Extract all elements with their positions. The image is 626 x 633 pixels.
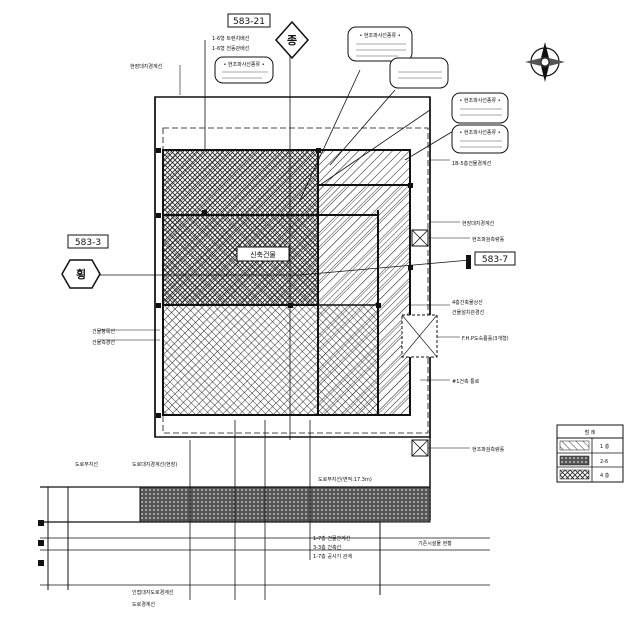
- marker-left: 횡: [61, 259, 101, 289]
- note-top-left-2: 1-6형 전동관배선: [212, 45, 250, 52]
- note-right-8: 현조파검측량홀: [472, 446, 505, 453]
- callout-top-right: • 현조파사선종류 •: [347, 26, 413, 62]
- note-bottom-1: 1-7층 건물관계선: [313, 535, 351, 542]
- note-bottom-6: 도로경계선: [132, 601, 155, 608]
- leader-lines: [95, 65, 471, 449]
- note-left-2: 건물측경선: [92, 339, 115, 346]
- legend-header: 범 례: [585, 429, 596, 436]
- building-label: 신축건물: [250, 250, 276, 259]
- marker-top: 종: [274, 20, 310, 60]
- note-right-1: 1B-5층건물경계선: [452, 160, 492, 167]
- note-bottom-3: 1-7층 공사기 관계: [313, 553, 352, 560]
- marker-top-label: 종: [287, 34, 297, 47]
- annotation-labels: 1-6형 트렌치배선 1-6형 전동관배선 현장대지경계선 1B-5층건물경계선…: [75, 35, 509, 608]
- lot-north-label: 583-21: [233, 17, 265, 27]
- lot-east: 583-7: [466, 251, 516, 269]
- note-right-2: 현장대지경계선: [462, 220, 495, 227]
- callout-right-2: • 현조파사선종류 •: [451, 124, 509, 154]
- note-bottom-left-2: 도로대지경계선(현장): [132, 461, 177, 468]
- note-right-7: #1건축 통로: [452, 378, 480, 385]
- note-bottom-2: 3-3층 건축선: [313, 544, 342, 551]
- lot-east-label: 583-7: [482, 255, 508, 265]
- lot-west: 583-3: [67, 234, 109, 249]
- note-upper-left-edge: 현장대지경계선: [130, 63, 163, 70]
- left-dimension-column: [38, 487, 69, 590]
- note-right-5: 건물설치관경선: [452, 309, 485, 316]
- legend-row-1: 1 층: [600, 443, 610, 450]
- building-footprint: [162, 149, 411, 416]
- dimension-ticks: [156, 148, 413, 418]
- site-boundary: [154, 96, 431, 520]
- note-right-6: F.H.P도숙륭홀(3개형): [462, 335, 509, 342]
- callout-top-right-text: • 현조파사선종류 •: [359, 32, 400, 39]
- callout-right-1-text: • 현조파사선종류 •: [459, 97, 500, 104]
- callout-mid-right: [389, 57, 449, 89]
- building-label-box: 신축건물: [236, 246, 290, 262]
- road-band: [40, 420, 490, 600]
- interior-lines: [163, 30, 456, 440]
- lot-north: 583-21: [227, 13, 271, 28]
- note-right-4: 4층건축물상선: [452, 299, 483, 306]
- note-left-1: 건물항목선: [92, 328, 115, 335]
- note-top-left-1: 1-6형 트렌치배선: [212, 35, 250, 42]
- note-bottom-mid: 도로부지선(면적:17.3m): [318, 476, 372, 483]
- note-bottom-4: 기존시설물 현황: [418, 540, 452, 547]
- callout-top-left: • 현조파사선종류 •: [214, 56, 274, 84]
- legend-row-2: 2-6: [600, 459, 608, 465]
- callout-right-2-text: • 현조파사선종류 •: [459, 129, 500, 136]
- legend-row-3: 4 층: [600, 472, 610, 479]
- note-bottom-5: 인접대지도로경계선: [132, 589, 174, 596]
- callout-top-left-text: • 현조파사선종류 •: [223, 61, 264, 68]
- lot-west-label: 583-3: [75, 238, 101, 248]
- legend: 범 례 1 층 2-6 4 층: [556, 424, 624, 483]
- equipment-markers: [401, 229, 438, 457]
- note-bottom-left-1: 도로부지선: [75, 461, 98, 468]
- callout-right-1: • 현조파사선종류 •: [451, 92, 509, 124]
- marker-left-label: 횡: [76, 267, 86, 281]
- north-arrow-icon: [525, 42, 565, 82]
- note-right-3: 현조파검측량홀: [472, 236, 505, 243]
